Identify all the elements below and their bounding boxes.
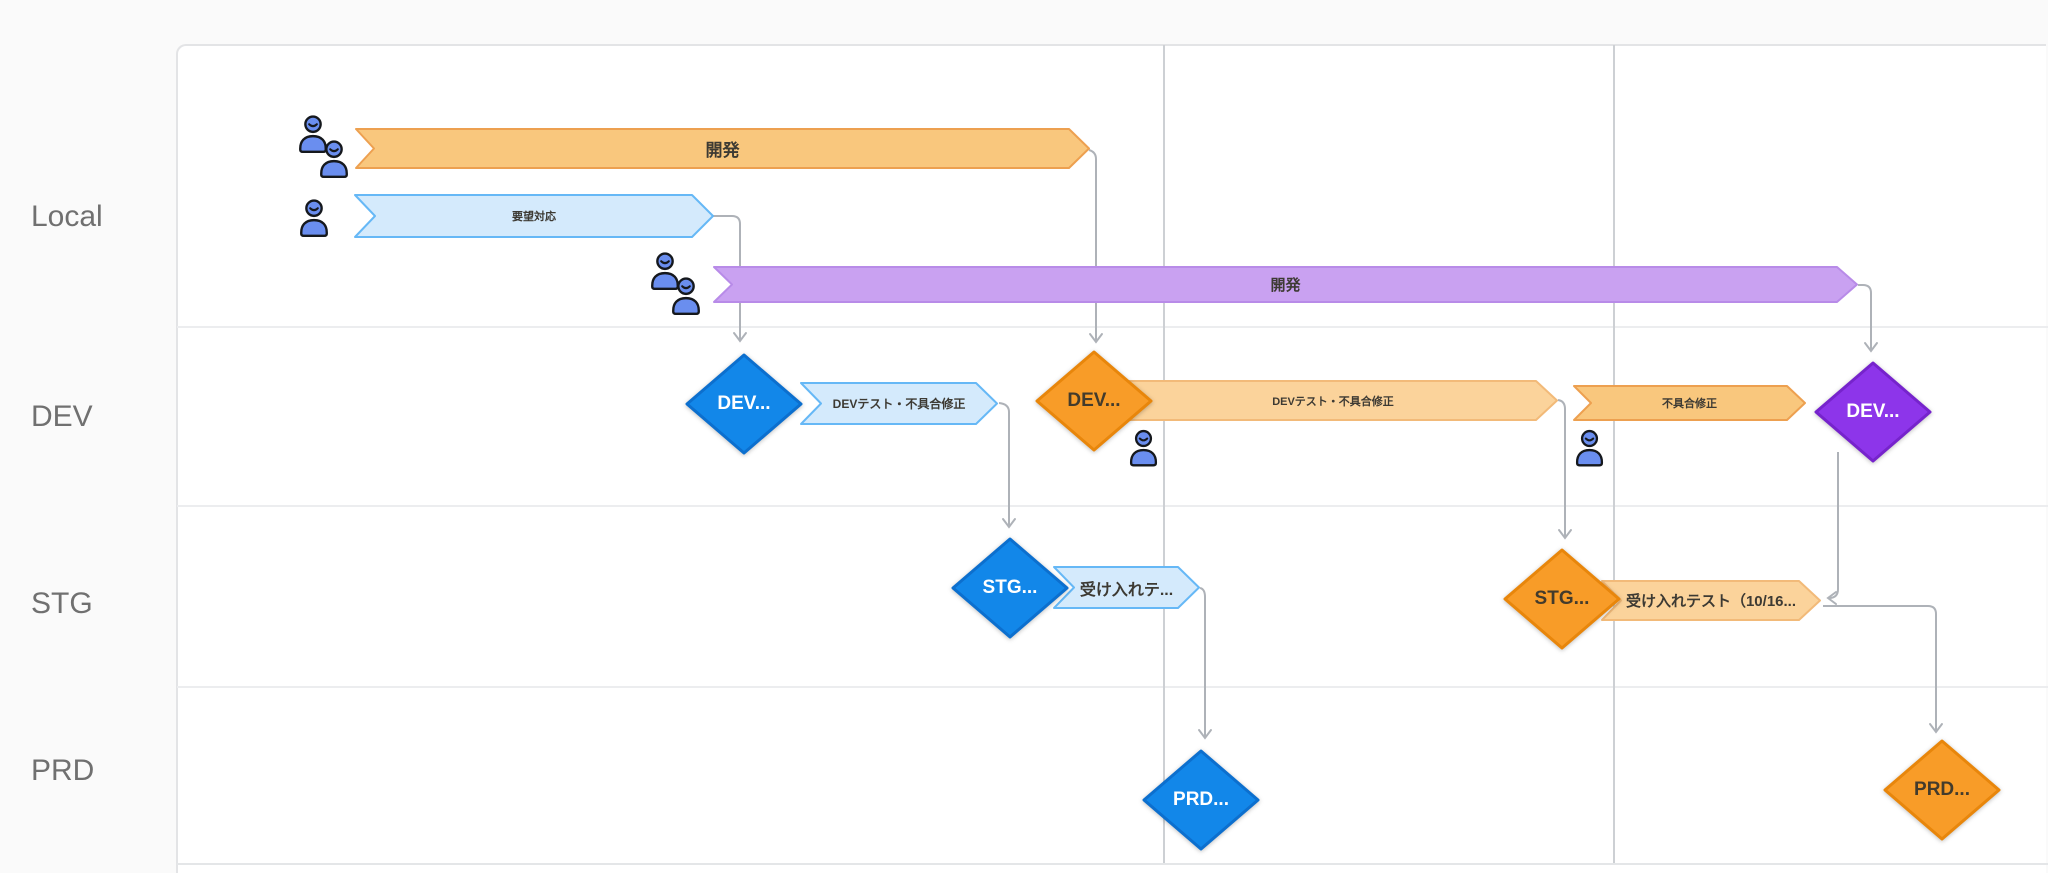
pennant-arrow-shape: [354, 194, 714, 238]
lane-label-prd[interactable]: PRD: [31, 754, 95, 787]
connector-acceptance-to-prd-orange[interactable]: [1823, 605, 1943, 734]
task-label: 開発: [705, 141, 740, 160]
person-icon: [672, 277, 700, 316]
lane-label-dev[interactable]: DEV: [31, 400, 93, 433]
task-arrow-dev-test-fix-small[interactable]: DEVテスト・不具合修正: [800, 382, 998, 425]
diamond-shape: [1503, 548, 1621, 650]
diamond-shape: [951, 537, 1069, 639]
milestone-label: PRD...: [1173, 789, 1229, 810]
lane-divider-prd-bottom: [177, 863, 2048, 865]
milestone-label: STG...: [982, 577, 1038, 598]
person-icon: [300, 199, 328, 238]
milestone-prd-blue[interactable]: PRD...: [1139, 746, 1263, 854]
milestone-label: DEV...: [1067, 390, 1121, 411]
pennant-arrow-shape: [1053, 566, 1200, 609]
diamond-shape: [1142, 749, 1260, 851]
pennant-arrow-shape: [1573, 385, 1806, 421]
person-icon[interactable]: [1573, 429, 1607, 467]
milestone-label: PRD...: [1914, 779, 1970, 800]
person-icon: [1129, 429, 1158, 467]
task-arrow-local-dev-2[interactable]: 開発: [713, 266, 1858, 303]
connector-dev2-to-dev-purple[interactable]: [1858, 284, 1878, 353]
milestone-label: DEV...: [717, 393, 771, 414]
task-arrow-local-request[interactable]: 要望対応: [354, 194, 714, 238]
pennant-arrow-shape: [713, 266, 1858, 303]
person-icon: [320, 140, 348, 179]
lane-label-local[interactable]: Local: [31, 200, 103, 233]
milestone-dev-blue[interactable]: DEV...: [682, 350, 806, 458]
task-arrow-dev-test-fix-wide[interactable]: DEVテスト・不具合修正: [1108, 380, 1558, 421]
pennant-arrow-shape: [800, 382, 998, 425]
connector-devtest-to-stg-blue[interactable]: [998, 402, 1016, 529]
milestone-prd-orange[interactable]: PRD...: [1880, 736, 2004, 844]
person-icon: [1575, 429, 1604, 467]
gridline-vertical-2: [1613, 45, 1615, 863]
diamond-shape: [1035, 350, 1153, 452]
pennant-arrow-shape: [1601, 580, 1821, 621]
milestone-label: STG...: [1534, 588, 1590, 609]
diagram-canvas: [176, 44, 2046, 873]
connector-devpurple-to-acceptance[interactable]: [1826, 452, 1839, 605]
person-icon[interactable]: [297, 198, 331, 238]
task-arrow-stg-acceptance[interactable]: 受け入れテ...: [1053, 566, 1200, 609]
people-pair-icon[interactable]: [648, 251, 704, 317]
task-arrow-bug-fix[interactable]: 不具合修正: [1573, 385, 1806, 421]
task-label: 要望対応: [512, 211, 556, 223]
milestone-stg-blue[interactable]: STG...: [948, 534, 1072, 642]
task-label: 不具合修正: [1662, 398, 1717, 410]
person-icon[interactable]: [1127, 429, 1161, 467]
connector-request-to-dev-blue[interactable]: [713, 215, 747, 343]
task-label: 受け入れテスト（10/16...: [1625, 593, 1797, 610]
lane-label-stg[interactable]: STG: [31, 587, 93, 620]
diamond-shape: [685, 353, 803, 455]
connector-localdev-to-dev-orange[interactable]: [1088, 149, 1103, 344]
lane-divider-dev-stg: [177, 505, 2048, 507]
task-label: 受け入れテ...: [1079, 581, 1174, 599]
task-label: 開発: [1270, 277, 1301, 294]
task-label: DEVテスト・不具合修正: [832, 397, 966, 411]
task-arrow-local-dev[interactable]: 開発: [355, 128, 1090, 169]
milestone-stg-orange[interactable]: STG...: [1500, 545, 1624, 653]
connector-acceptance-to-prd-blue[interactable]: [1198, 587, 1212, 740]
milestone-dev-orange[interactable]: DEV...: [1032, 347, 1156, 455]
task-label: DEVテスト・不具合修正: [1272, 395, 1394, 408]
pennant-arrow-shape: [355, 128, 1090, 169]
people-pair-icon[interactable]: [296, 114, 352, 180]
connector-devtestwide-to-stg-orange[interactable]: [1557, 399, 1572, 540]
milestone-dev-purple[interactable]: DEV...: [1811, 358, 1935, 466]
diamond-shape: [1814, 361, 1932, 463]
lane-divider-stg-prd: [177, 686, 2048, 688]
milestone-label: DEV...: [1846, 401, 1900, 422]
gridline-vertical-1: [1163, 45, 1165, 863]
diamond-shape: [1883, 739, 2001, 841]
task-arrow-stg-acceptance-dated[interactable]: 受け入れテスト（10/16...: [1601, 580, 1821, 621]
lane-divider-local-dev: [177, 326, 2048, 328]
